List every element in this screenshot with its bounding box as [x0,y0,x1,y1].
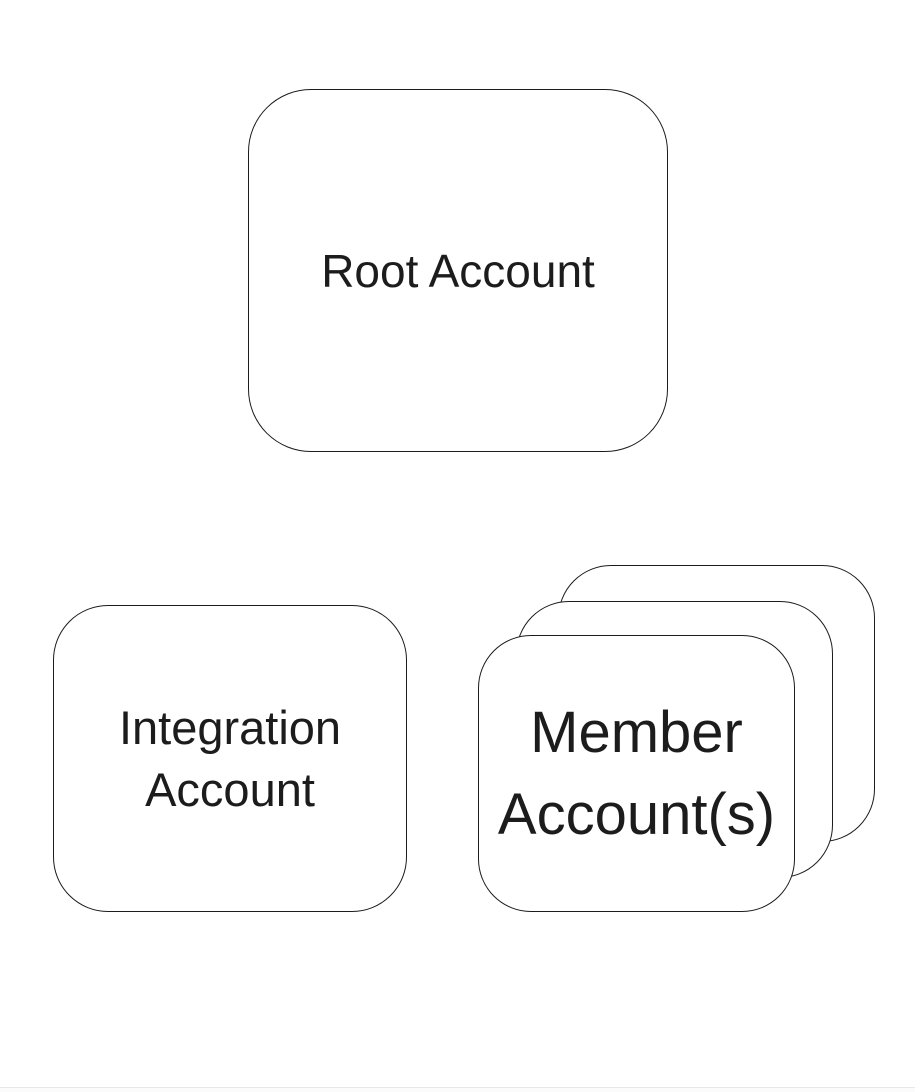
node-root-account: Root Account [248,89,668,452]
page-bottom-divider [0,1087,915,1092]
node-integration-account-label-line2: Account [145,762,315,816]
node-integration-account: Integration Account [53,605,407,912]
node-member-accounts-label-line2: Account(s) [497,781,776,847]
node-member-accounts-label-line1: Member [530,699,743,765]
node-integration-account-label-line1: Integration [118,700,342,754]
node-member-accounts: Member Account(s) [478,635,795,912]
node-root-account-label: Root Account [321,244,595,297]
